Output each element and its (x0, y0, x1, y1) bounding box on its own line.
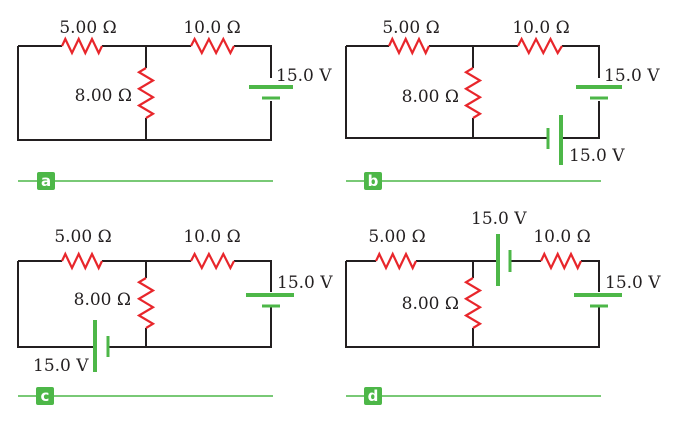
resistor-5-ohm-label: 5.00 Ω (368, 227, 425, 247)
panel-a: 5.00 Ω 10.0 Ω 8.00 Ω 15.0 V a (17, 18, 332, 190)
resistor-8-ohm (463, 277, 483, 329)
panel-d: 5.00 Ω 10.0 Ω 8.00 Ω 15.0 V 15.0 V d (345, 209, 661, 405)
circuit-wires (17, 45, 272, 141)
battery-bottom (546, 115, 563, 165)
resistor-8-ohm-label: 8.00 Ω (402, 294, 459, 314)
badge-letter: d (368, 387, 379, 405)
resistor-5-ohm (388, 36, 430, 56)
battery-right (576, 85, 622, 100)
battery-right-label: 15.0 V (276, 66, 332, 86)
panel-badge-d: d (346, 387, 601, 405)
panel-c: 5.00 Ω 10.0 Ω 8.00 Ω 15.0 V 15.0 V c (17, 227, 333, 405)
resistor-10-ohm-label: 10.0 Ω (533, 227, 590, 247)
resistor-8-ohm-label: 8.00 Ω (402, 87, 459, 107)
battery-bottom (93, 320, 110, 372)
resistor-8-ohm-label: 8.00 Ω (75, 86, 132, 106)
battery-right (574, 293, 622, 308)
resistor-5-ohm-label: 5.00 Ω (59, 18, 116, 38)
battery-top-label: 15.0 V (471, 209, 527, 229)
circuit-wires (345, 260, 600, 348)
battery-right-label: 15.0 V (605, 273, 661, 293)
badge-letter: a (41, 172, 51, 190)
badge-letter: c (41, 387, 50, 405)
resistor-5-ohm (61, 251, 103, 271)
resistor-8-ohm (463, 67, 483, 119)
resistor-8-ohm-label: 8.00 Ω (74, 290, 131, 310)
battery-top (496, 234, 512, 286)
badge-letter: b (368, 172, 379, 190)
panel-b: 5.00 Ω 10.0 Ω 8.00 Ω 15.0 V 15.0 V b (345, 18, 660, 190)
resistor-10-ohm (190, 251, 235, 271)
battery-right-label: 15.0 V (604, 66, 660, 86)
circuit-wires (345, 45, 600, 139)
resistor-10-ohm-label: 10.0 Ω (512, 18, 569, 38)
panel-badge-a: a (18, 172, 273, 190)
circuit-wires (17, 260, 272, 348)
panel-badge-c: c (18, 387, 273, 405)
resistor-5-ohm-label: 5.00 Ω (54, 227, 111, 247)
resistor-5-ohm (61, 36, 103, 56)
battery-right (246, 293, 294, 308)
resistor-10-ohm (190, 36, 235, 56)
resistor-10-ohm (517, 36, 563, 56)
resistor-8-ohm (136, 67, 156, 119)
resistor-8-ohm (136, 277, 156, 329)
resistor-10-ohm-label: 10.0 Ω (183, 227, 240, 247)
resistor-10-ohm (540, 251, 582, 271)
battery-right (249, 85, 293, 100)
resistor-5-ohm-label: 5.00 Ω (382, 18, 439, 38)
battery-bottom-label: 15.0 V (33, 356, 89, 376)
battery-right-label: 15.0 V (277, 273, 333, 293)
battery-bottom-label: 15.0 V (569, 146, 625, 166)
resistor-10-ohm-label: 10.0 Ω (183, 18, 240, 38)
panel-badge-b: b (346, 172, 601, 190)
resistor-5-ohm (375, 251, 417, 271)
